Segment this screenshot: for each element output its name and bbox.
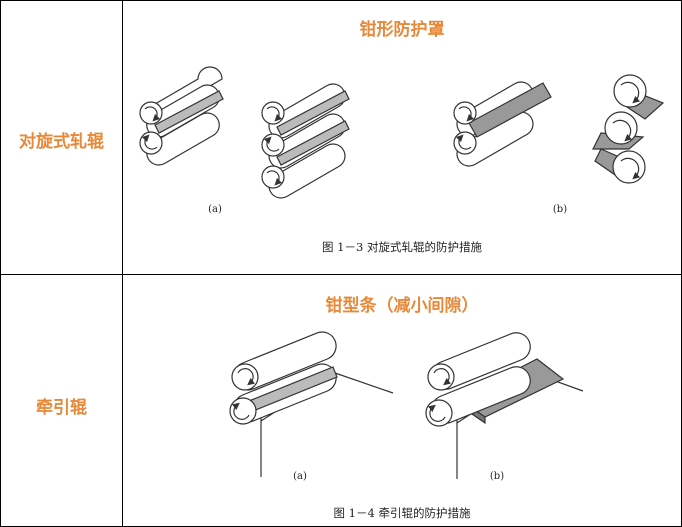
column-divider [122,1,123,526]
section-heading-nip-guard: 钳形防护罩 [359,20,445,40]
subfigure-label-a: (a) [208,204,222,215]
figure-1-4: (a) (b) 图 1－4 牵引辊的防护措施 [229,331,584,520]
roller-pair-b [453,81,552,167]
row-label-pull-rolls: 牵引辊 [36,398,87,418]
pull-rolls-b [425,332,584,479]
figure-1-3: (a) (b) 图 1－3 对旋式轧辊的防护措施 [139,66,665,254]
roller-pair-a [139,66,224,166]
figure-caption: 图 1－4 牵引辊的防护措施 [334,506,471,520]
figure-caption: 图 1－3 对旋式轧辊的防护措施 [322,240,482,254]
subfigure-label-b: (b) [490,471,504,482]
subfigure-label-b: (b) [553,204,567,215]
roller-stack-a [261,83,350,199]
pull-rolls-a [229,331,394,477]
section-heading-nip-bar: 钳型条（减小间隙） [325,296,479,316]
row-divider [1,274,681,275]
subfigure-label-a: (a) [293,471,307,482]
roller-side-view-b [592,74,665,184]
row-label-counter-rotating-rolls: 对旋式轧辊 [19,132,104,152]
